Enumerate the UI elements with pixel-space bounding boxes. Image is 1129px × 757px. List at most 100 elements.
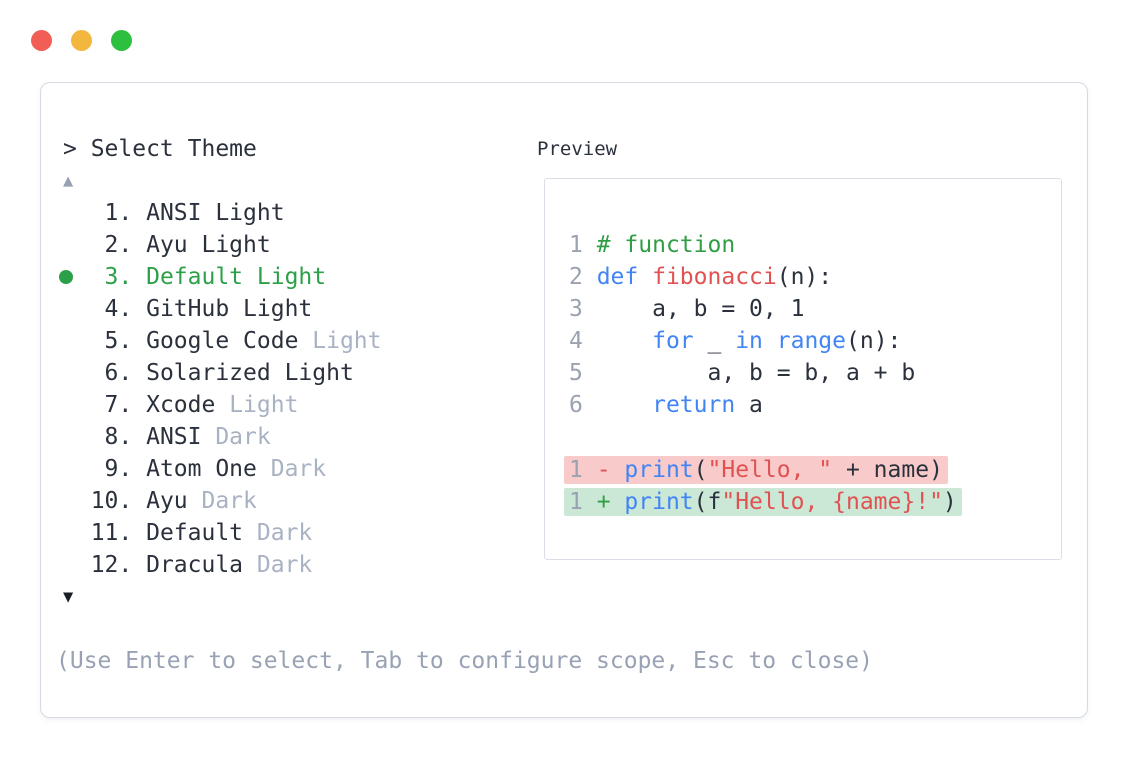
theme-item-number: 11. <box>63 520 147 546</box>
theme-item-variant-label: Dark <box>243 520 313 546</box>
theme-list-column: > Select Theme ▲ 1. ANSI Light 2. Ayu Li… <box>59 133 382 613</box>
theme-list: 1. ANSI Light 2. Ayu Light 3. Default Li… <box>59 197 382 581</box>
code-token-string: "Hello, {name}!" <box>721 488 943 515</box>
code-token-keyword: in <box>735 328 763 354</box>
code-token-plain: + name) <box>832 456 943 483</box>
diff-line-added: 1 + print(f"Hello, {name}!") <box>564 485 1061 517</box>
theme-item-ansi[interactable]: 8. ANSI Dark <box>63 421 382 453</box>
theme-item-label: Xcode <box>146 392 216 418</box>
code-token-plain <box>597 328 652 354</box>
theme-item-variant-label: Light <box>215 392 299 418</box>
line-number: 4 <box>569 328 597 354</box>
theme-item-number: 3. <box>63 264 147 290</box>
code-token-plain: (f <box>693 488 722 515</box>
theme-item-ansi-light[interactable]: 1. ANSI Light <box>63 197 382 229</box>
theme-item-default[interactable]: 11. Default Dark <box>63 517 382 549</box>
theme-item-variant-label: Dark <box>256 456 327 482</box>
line-number: 1 <box>569 456 597 483</box>
theme-item-label: Atom One <box>146 456 257 482</box>
code-token-plain: (n): <box>846 328 902 354</box>
theme-item-number: 6. <box>63 360 147 386</box>
preview-label: Preview <box>537 138 618 160</box>
code-token-keyword: def <box>596 264 639 290</box>
keyboard-hint: (Use Enter to select, Tab to configure s… <box>56 648 873 674</box>
selected-item-dot-icon <box>59 270 73 284</box>
theme-item-solarized-light[interactable]: 6. Solarized Light <box>63 357 382 389</box>
code-line: 5 a, b = b, a + b <box>569 357 1061 389</box>
minimize-button[interactable] <box>71 30 92 51</box>
theme-item-number: 1. <box>63 200 147 226</box>
theme-item-label: ANSI Light <box>146 200 285 226</box>
code-token-string: "Hello, " <box>707 456 833 483</box>
theme-item-label: ANSI <box>146 424 202 450</box>
code-token-plain <box>763 328 777 354</box>
select-theme-prompt: > Select Theme <box>63 136 257 162</box>
theme-item-dracula[interactable]: 12. Dracula Dark <box>63 549 382 581</box>
line-number: 1 <box>569 232 597 258</box>
theme-item-variant-label: Light <box>298 328 382 354</box>
theme-item-ayu[interactable]: 10. Ayu Dark <box>63 485 382 517</box>
theme-item-number: 8. <box>63 424 147 450</box>
theme-item-default-light[interactable]: 3. Default Light <box>59 261 382 293</box>
code-token-keyword: print <box>624 456 694 483</box>
close-button[interactable] <box>31 30 52 51</box>
code-token-plain: ) <box>942 488 957 515</box>
theme-item-number: 5. <box>63 328 147 354</box>
scroll-down-icon[interactable]: ▼ <box>63 587 74 607</box>
theme-item-number: 7. <box>63 392 147 418</box>
line-number: 6 <box>569 392 597 418</box>
theme-item-label: Default <box>146 520 244 546</box>
line-number: 3 <box>569 296 597 322</box>
theme-item-xcode[interactable]: 7. Xcode Light <box>63 389 382 421</box>
code-line: 4 for _ in range(n): <box>569 325 1061 357</box>
diff-line-removed: 1 - print("Hello, " + name) <box>564 453 1061 485</box>
window-controls <box>31 30 132 51</box>
line-number: 5 <box>569 360 597 386</box>
theme-item-number: 9. <box>63 456 147 482</box>
theme-item-ayu-light[interactable]: 2. Ayu Light <box>63 229 382 261</box>
code-line: 3 a, b = 0, 1 <box>569 293 1061 325</box>
code-token-keyword: for <box>652 328 694 354</box>
code-token-plain: a, b = 0, 1 <box>596 296 805 322</box>
code-token-plain <box>638 264 652 290</box>
theme-item-label: Dracula <box>146 552 244 578</box>
code-token-function: fibonacci <box>652 264 777 290</box>
theme-item-atom-one[interactable]: 9. Atom One Dark <box>63 453 382 485</box>
code-token-plain: a <box>735 392 763 418</box>
code-line: 2 def fibonacci(n): <box>569 261 1061 293</box>
diff-sign-removed: - <box>596 456 625 483</box>
scroll-up-icon[interactable]: ▲ <box>63 171 74 191</box>
diff-highlight: 1 - print("Hello, " + name) <box>564 455 948 484</box>
code-token-plain: ( <box>693 456 708 483</box>
code-token-plain: _ <box>693 328 736 354</box>
code-line: 6 return a <box>569 389 1061 421</box>
theme-item-label: Google Code <box>146 328 299 354</box>
theme-item-google-code[interactable]: 5. Google Code Light <box>63 325 382 357</box>
theme-item-label: Ayu Light <box>146 232 271 258</box>
theme-item-label: Default Light <box>146 264 327 290</box>
code-token-plain: (n): <box>776 264 833 290</box>
code-token-keyword: return <box>652 392 736 418</box>
code-token-keyword: print <box>624 488 694 515</box>
theme-item-number: 4. <box>63 296 147 322</box>
theme-item-label: GitHub Light <box>146 296 313 322</box>
theme-item-github-light[interactable]: 4. GitHub Light <box>63 293 382 325</box>
blank-line <box>569 421 1061 453</box>
theme-item-label: Ayu <box>146 488 188 514</box>
theme-item-number: 2. <box>63 232 147 258</box>
theme-item-number: 10. <box>63 488 147 514</box>
line-number: 1 <box>569 488 597 515</box>
line-number: 2 <box>569 264 597 290</box>
code-token-plain <box>597 392 652 418</box>
zoom-button[interactable] <box>111 30 132 51</box>
theme-item-number: 12. <box>63 552 147 578</box>
code-token-keyword: range <box>776 328 846 354</box>
theme-item-variant-label: Dark <box>243 552 313 578</box>
code-token-plain: a, b = b, a + b <box>596 360 916 386</box>
code-token-comment: # function <box>596 232 736 258</box>
theme-picker-window: > Select Theme ▲ 1. ANSI Light 2. Ayu Li… <box>40 82 1088 718</box>
code-line: 1 # function <box>569 229 1061 261</box>
theme-item-variant-label: Dark <box>201 424 271 450</box>
